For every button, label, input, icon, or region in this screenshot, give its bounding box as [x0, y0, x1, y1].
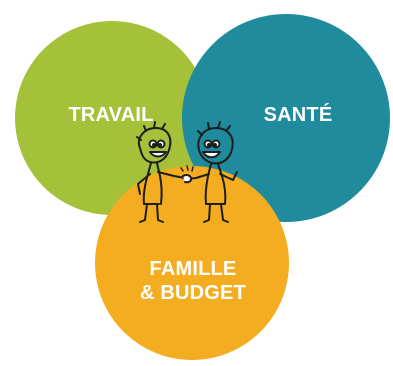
- two-people-handshake-icon: [136, 121, 238, 223]
- famille-label-line1: FAMILLE: [149, 258, 237, 280]
- travail-circle: [15, 21, 209, 215]
- travail-label: TRAVAIL: [68, 104, 154, 126]
- famille-circle: [95, 166, 289, 360]
- famille-label-line2: & BUDGET: [139, 282, 247, 304]
- sante-label: SANTÉ: [263, 104, 333, 126]
- right-person: [185, 121, 238, 223]
- famille-budget-label: FAMILLE & BUDGET: [118, 257, 268, 305]
- handshake-hands: [182, 173, 193, 184]
- sante-circle: [182, 14, 390, 222]
- left-person: [136, 121, 186, 223]
